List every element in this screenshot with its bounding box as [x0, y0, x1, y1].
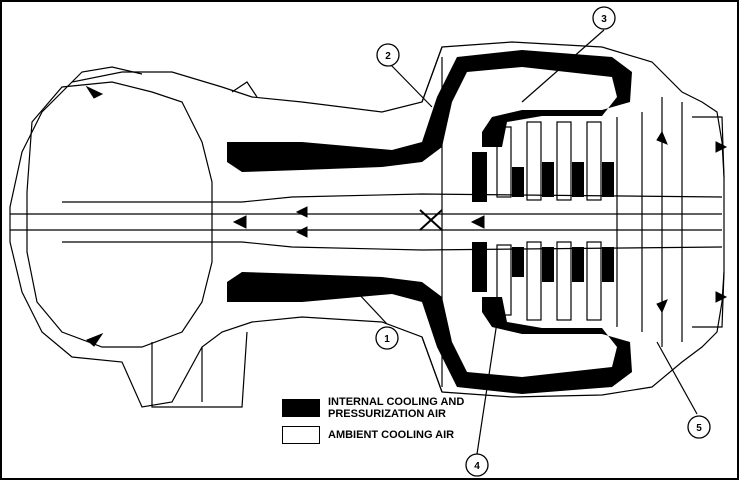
callout-1: 1 — [375, 326, 399, 350]
legend-item-internal: INTERNAL COOLING AND PRESSURIZATION AIR — [282, 396, 512, 420]
leader-lines — [356, 29, 698, 455]
callout-4-label: 4 — [474, 461, 480, 472]
main-shaft — [10, 213, 722, 231]
turbine-stages — [496, 97, 683, 347]
flow-arrows — [85, 85, 728, 347]
callout-5-label: 5 — [696, 423, 702, 434]
callout-3: 3 — [592, 6, 616, 30]
callout-5: 5 — [687, 415, 711, 439]
legend-swatch-ambient — [282, 426, 320, 444]
internal-cooling-air — [227, 50, 632, 394]
legend: INTERNAL COOLING AND PRESSURIZATION AIR … — [282, 396, 512, 450]
engine-outline — [9, 41, 725, 408]
callout-2-label: 2 — [385, 51, 391, 62]
legend-label-internal: INTERNAL COOLING AND PRESSURIZATION AIR — [328, 396, 465, 420]
legend-item-ambient: AMBIENT COOLING AIR — [282, 426, 512, 444]
legend-swatch-internal — [282, 399, 320, 417]
callout-3-label: 3 — [601, 14, 607, 25]
callout-1-label: 1 — [384, 334, 390, 345]
gearbox-housing — [26, 81, 213, 348]
callout-4: 4 — [465, 453, 489, 477]
exhaust-duct — [692, 116, 725, 328]
legend-label-ambient: AMBIENT COOLING AIR — [328, 429, 455, 441]
callout-2: 2 — [376, 43, 400, 67]
